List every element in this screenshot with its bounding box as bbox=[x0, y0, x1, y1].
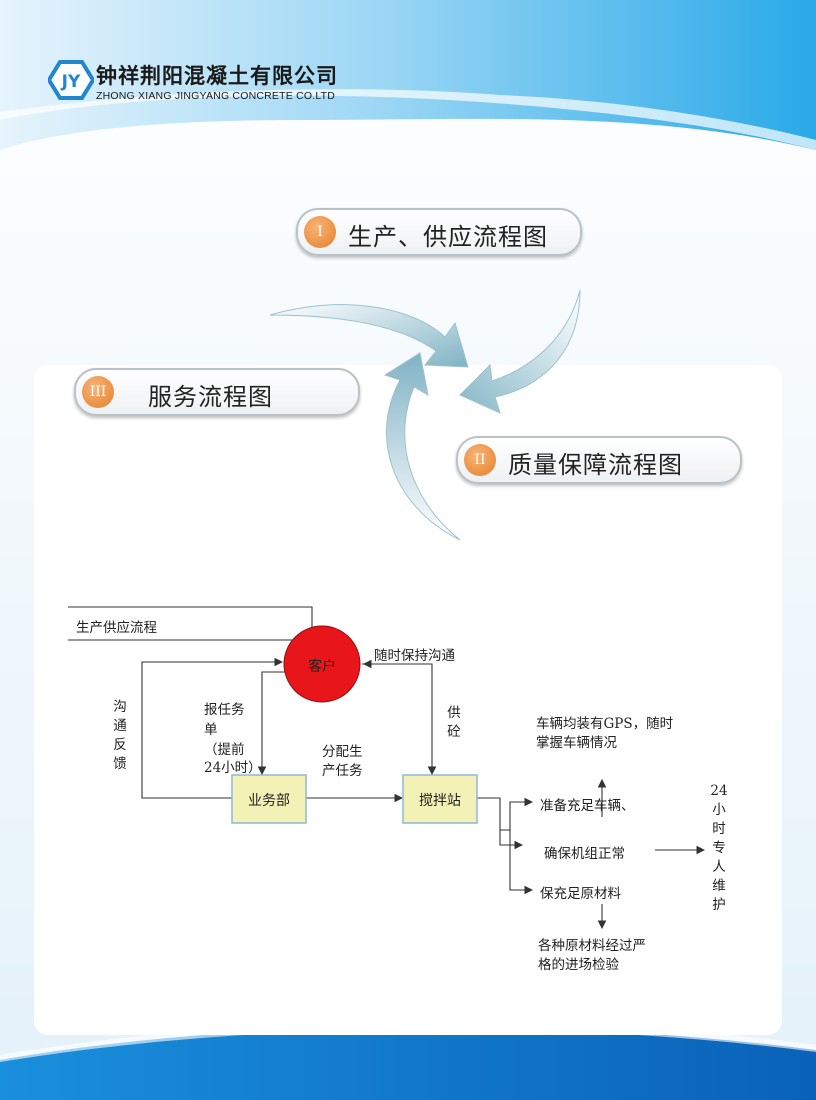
gps-label-2: 掌握车辆情况 bbox=[536, 735, 617, 751]
units-ok-label: 确保机组正常 bbox=[544, 846, 625, 862]
company-name-cn: 钟祥荆阳混凝土有限公司 bbox=[96, 64, 338, 88]
customer-node-circle bbox=[283, 625, 361, 703]
section-pill-service[interactable]: III 服务流程图 bbox=[74, 368, 360, 416]
section-pill-quality[interactable]: II 质量保障流程图 bbox=[456, 436, 742, 484]
company-name-en: ZHONG XIANG JINGYANG CONCRETE CO.LTD bbox=[96, 90, 335, 102]
keep-contact-label: 随时保持沟通 bbox=[374, 648, 455, 664]
feedback-line bbox=[141, 657, 284, 799]
mixing-station-label: 搅拌站 bbox=[419, 793, 461, 809]
feedback-label: 沟通反馈 bbox=[113, 699, 127, 772]
company-logo-icon: JY bbox=[48, 60, 94, 100]
business-dept-box bbox=[231, 774, 307, 824]
report-task-line bbox=[257, 671, 290, 776]
title-box-outline bbox=[68, 606, 313, 641]
contact-line bbox=[362, 663, 437, 776]
materials-label: 保充足原材料 bbox=[540, 886, 621, 902]
inspection-label-2: 格的进场检验 bbox=[538, 957, 619, 973]
section-pill-production[interactable]: I 生产、供应流程图 bbox=[296, 208, 582, 256]
section-number-badge: II bbox=[464, 444, 496, 476]
supply-concrete-label: 供砼 bbox=[447, 705, 461, 740]
report-task-label-3: （提前 bbox=[204, 742, 245, 758]
report-task-label-1: 报任务 bbox=[204, 702, 245, 718]
maintenance-label: 24小时专人维护 bbox=[710, 783, 728, 913]
flowchart-title: 生产供应流程 bbox=[76, 620, 157, 636]
report-task-label-4: 24小时） bbox=[204, 760, 262, 776]
section-label: 服务流程图 bbox=[148, 383, 273, 411]
cycle-arrows-graphic bbox=[269, 289, 581, 541]
customer-node-label: 客户 bbox=[308, 659, 336, 675]
section-label: 生产、供应流程图 bbox=[348, 223, 548, 251]
section-number-badge: I bbox=[304, 216, 336, 248]
gps-label-1: 车辆均装有GPS，随时 bbox=[536, 716, 674, 732]
mixing-station-box bbox=[402, 774, 478, 824]
business-dept-label: 业务部 bbox=[248, 793, 290, 809]
report-task-label-2: 单 bbox=[204, 722, 218, 738]
assign-task-label-1: 分配生 bbox=[322, 744, 363, 760]
assign-task-label-2: 产任务 bbox=[322, 763, 363, 779]
vehicles-label: 准备充足车辆、 bbox=[540, 798, 635, 814]
section-label: 质量保障流程图 bbox=[508, 451, 683, 479]
svg-text:JY: JY bbox=[61, 72, 81, 92]
inspection-label-1: 各种原材料经过严 bbox=[538, 938, 646, 954]
section-number-badge: III bbox=[82, 376, 114, 408]
